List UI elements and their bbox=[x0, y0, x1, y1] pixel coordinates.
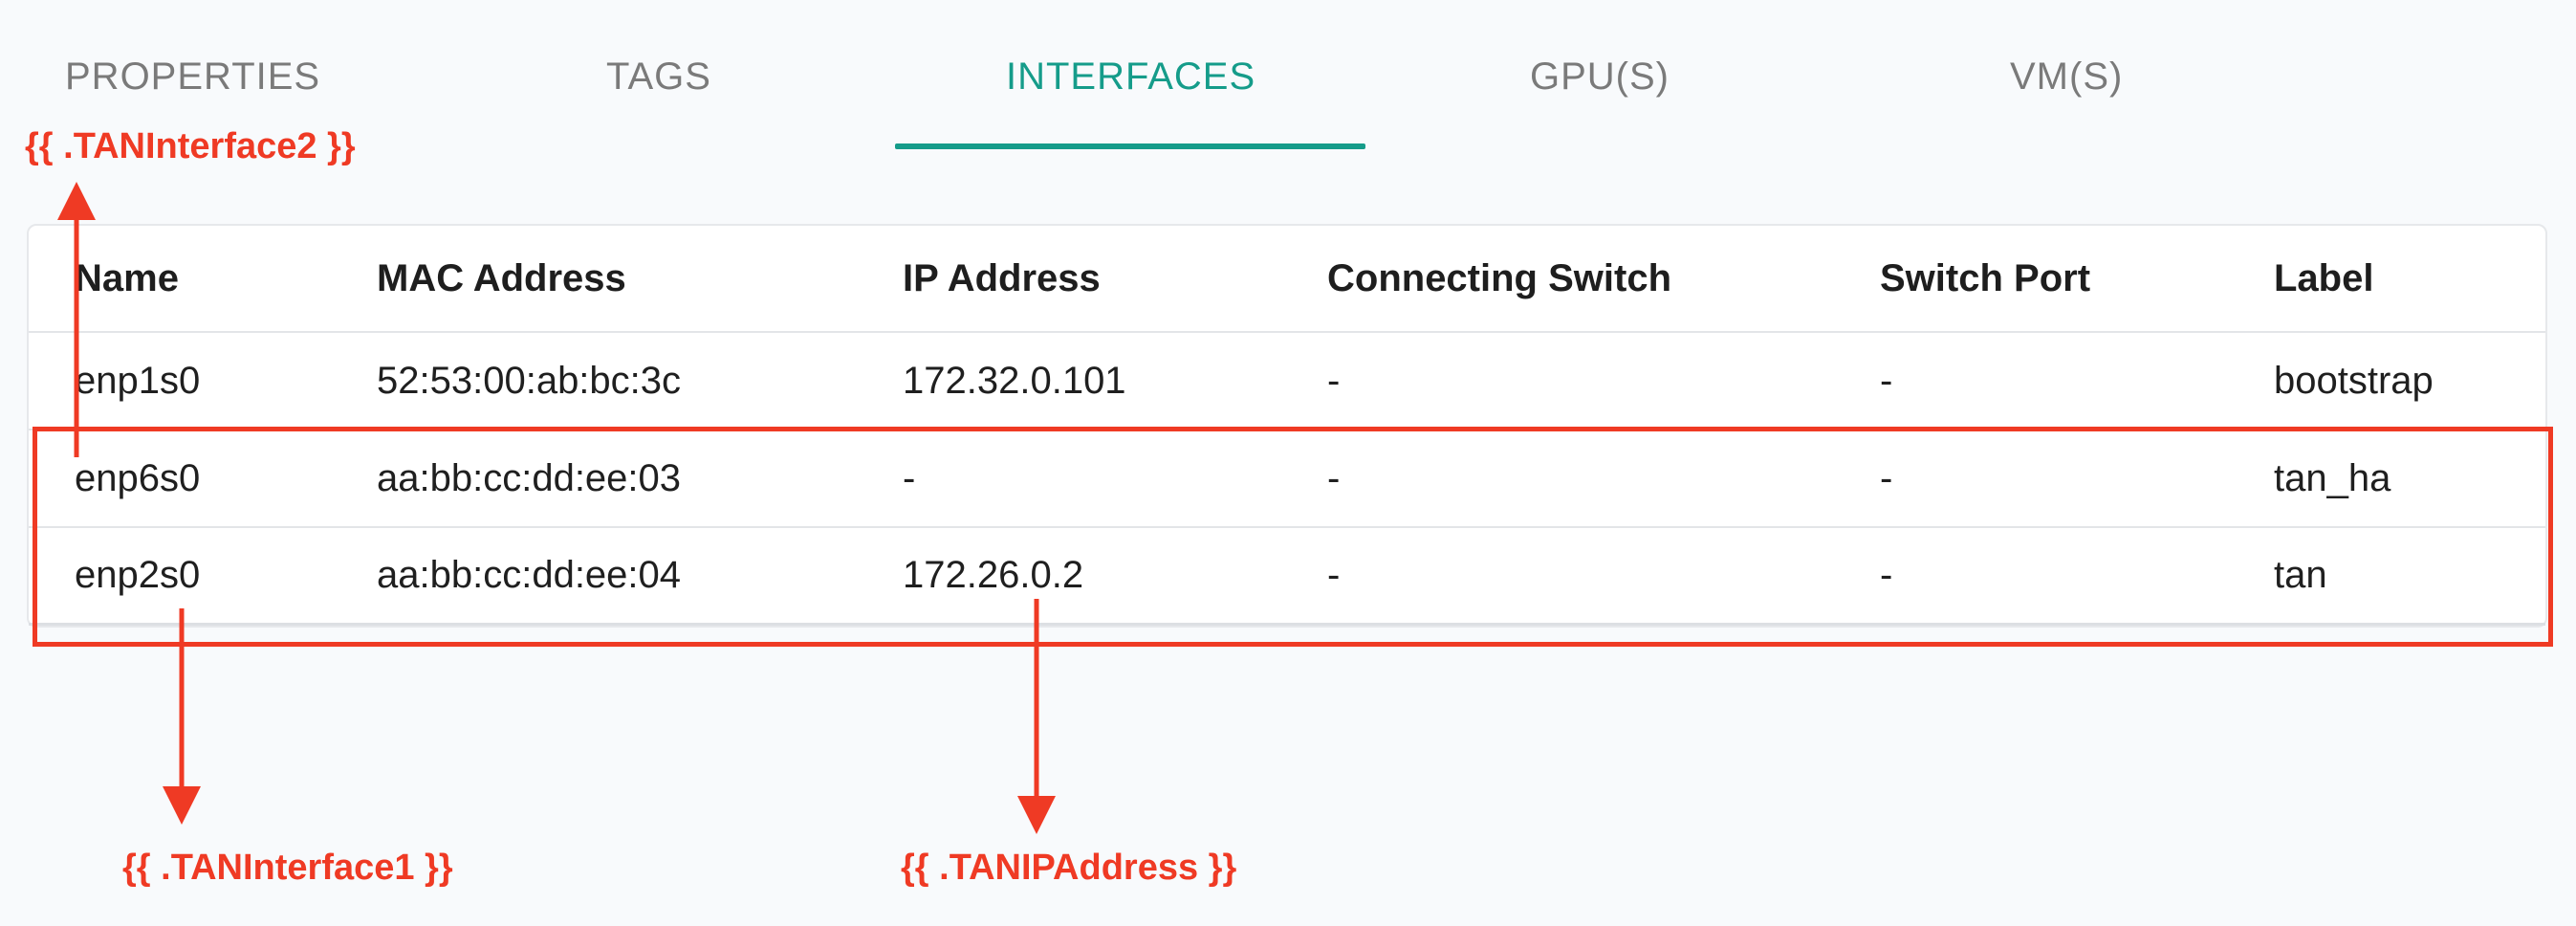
tab-tags[interactable]: TAGS bbox=[606, 55, 711, 98]
tab-interfaces[interactable]: INTERFACES bbox=[1006, 55, 1256, 98]
cell-switch-port: - bbox=[1880, 456, 1893, 499]
tab-bar: PROPERTIES TAGS INTERFACES GPU(S) VM(S) bbox=[0, 0, 2576, 153]
cell-label: bootstrap bbox=[2274, 359, 2434, 402]
cell-connecting-switch: - bbox=[1327, 554, 1341, 596]
cell-connecting-switch: - bbox=[1327, 456, 1341, 499]
tab-properties[interactable]: PROPERTIES bbox=[65, 55, 321, 98]
cell-label: tan bbox=[2274, 554, 2327, 596]
tab-vms[interactable]: VM(S) bbox=[2010, 55, 2124, 98]
cell-mac-address: aa:bb:cc:dd:ee:04 bbox=[377, 554, 682, 596]
table-row[interactable]: enp2s0 aa:bb:cc:dd:ee:04 172.26.0.2 - - … bbox=[29, 528, 2545, 626]
table-row[interactable]: enp6s0 aa:bb:cc:dd:ee:03 - - - tan_ha bbox=[29, 430, 2545, 528]
cell-connecting-switch: - bbox=[1327, 359, 1341, 402]
table-row[interactable]: enp1s0 52:53:00:ab:bc:3c 172.32.0.101 - … bbox=[29, 333, 2545, 430]
table-header-row: Name MAC Address IP Address Connecting S… bbox=[29, 226, 2545, 333]
cell-switch-port: - bbox=[1880, 554, 1893, 596]
cell-ip-address: - bbox=[903, 456, 916, 499]
annotation-tan-interface1: {{ .TANInterface1 }} bbox=[122, 848, 453, 888]
cell-switch-port: - bbox=[1880, 359, 1893, 402]
annotation-tan-ip-address: {{ .TANIPAddress }} bbox=[901, 848, 1237, 888]
cell-name: enp6s0 bbox=[75, 456, 201, 499]
annotation-tan-interface2: {{ .TANInterface2 }} bbox=[25, 126, 356, 166]
column-header-switch-port[interactable]: Switch Port bbox=[1880, 256, 2091, 299]
cell-name: enp1s0 bbox=[75, 359, 201, 402]
cell-mac-address: aa:bb:cc:dd:ee:03 bbox=[377, 456, 682, 499]
column-header-name[interactable]: Name bbox=[75, 256, 179, 299]
cell-ip-address: 172.26.0.2 bbox=[903, 554, 1084, 596]
column-header-ip-address[interactable]: IP Address bbox=[903, 256, 1101, 299]
column-header-mac-address[interactable]: MAC Address bbox=[377, 256, 626, 299]
column-header-label[interactable]: Label bbox=[2274, 256, 2374, 299]
cell-ip-address: 172.32.0.101 bbox=[903, 359, 1126, 402]
tab-gpus[interactable]: GPU(S) bbox=[1530, 55, 1670, 98]
cell-label: tan_ha bbox=[2274, 456, 2391, 499]
column-header-connecting-switch[interactable]: Connecting Switch bbox=[1327, 256, 1671, 299]
cell-name: enp2s0 bbox=[75, 554, 201, 596]
annotation-highlight-box bbox=[33, 427, 2553, 647]
active-tab-indicator bbox=[895, 143, 1365, 149]
cell-mac-address: 52:53:00:ab:bc:3c bbox=[377, 359, 682, 402]
